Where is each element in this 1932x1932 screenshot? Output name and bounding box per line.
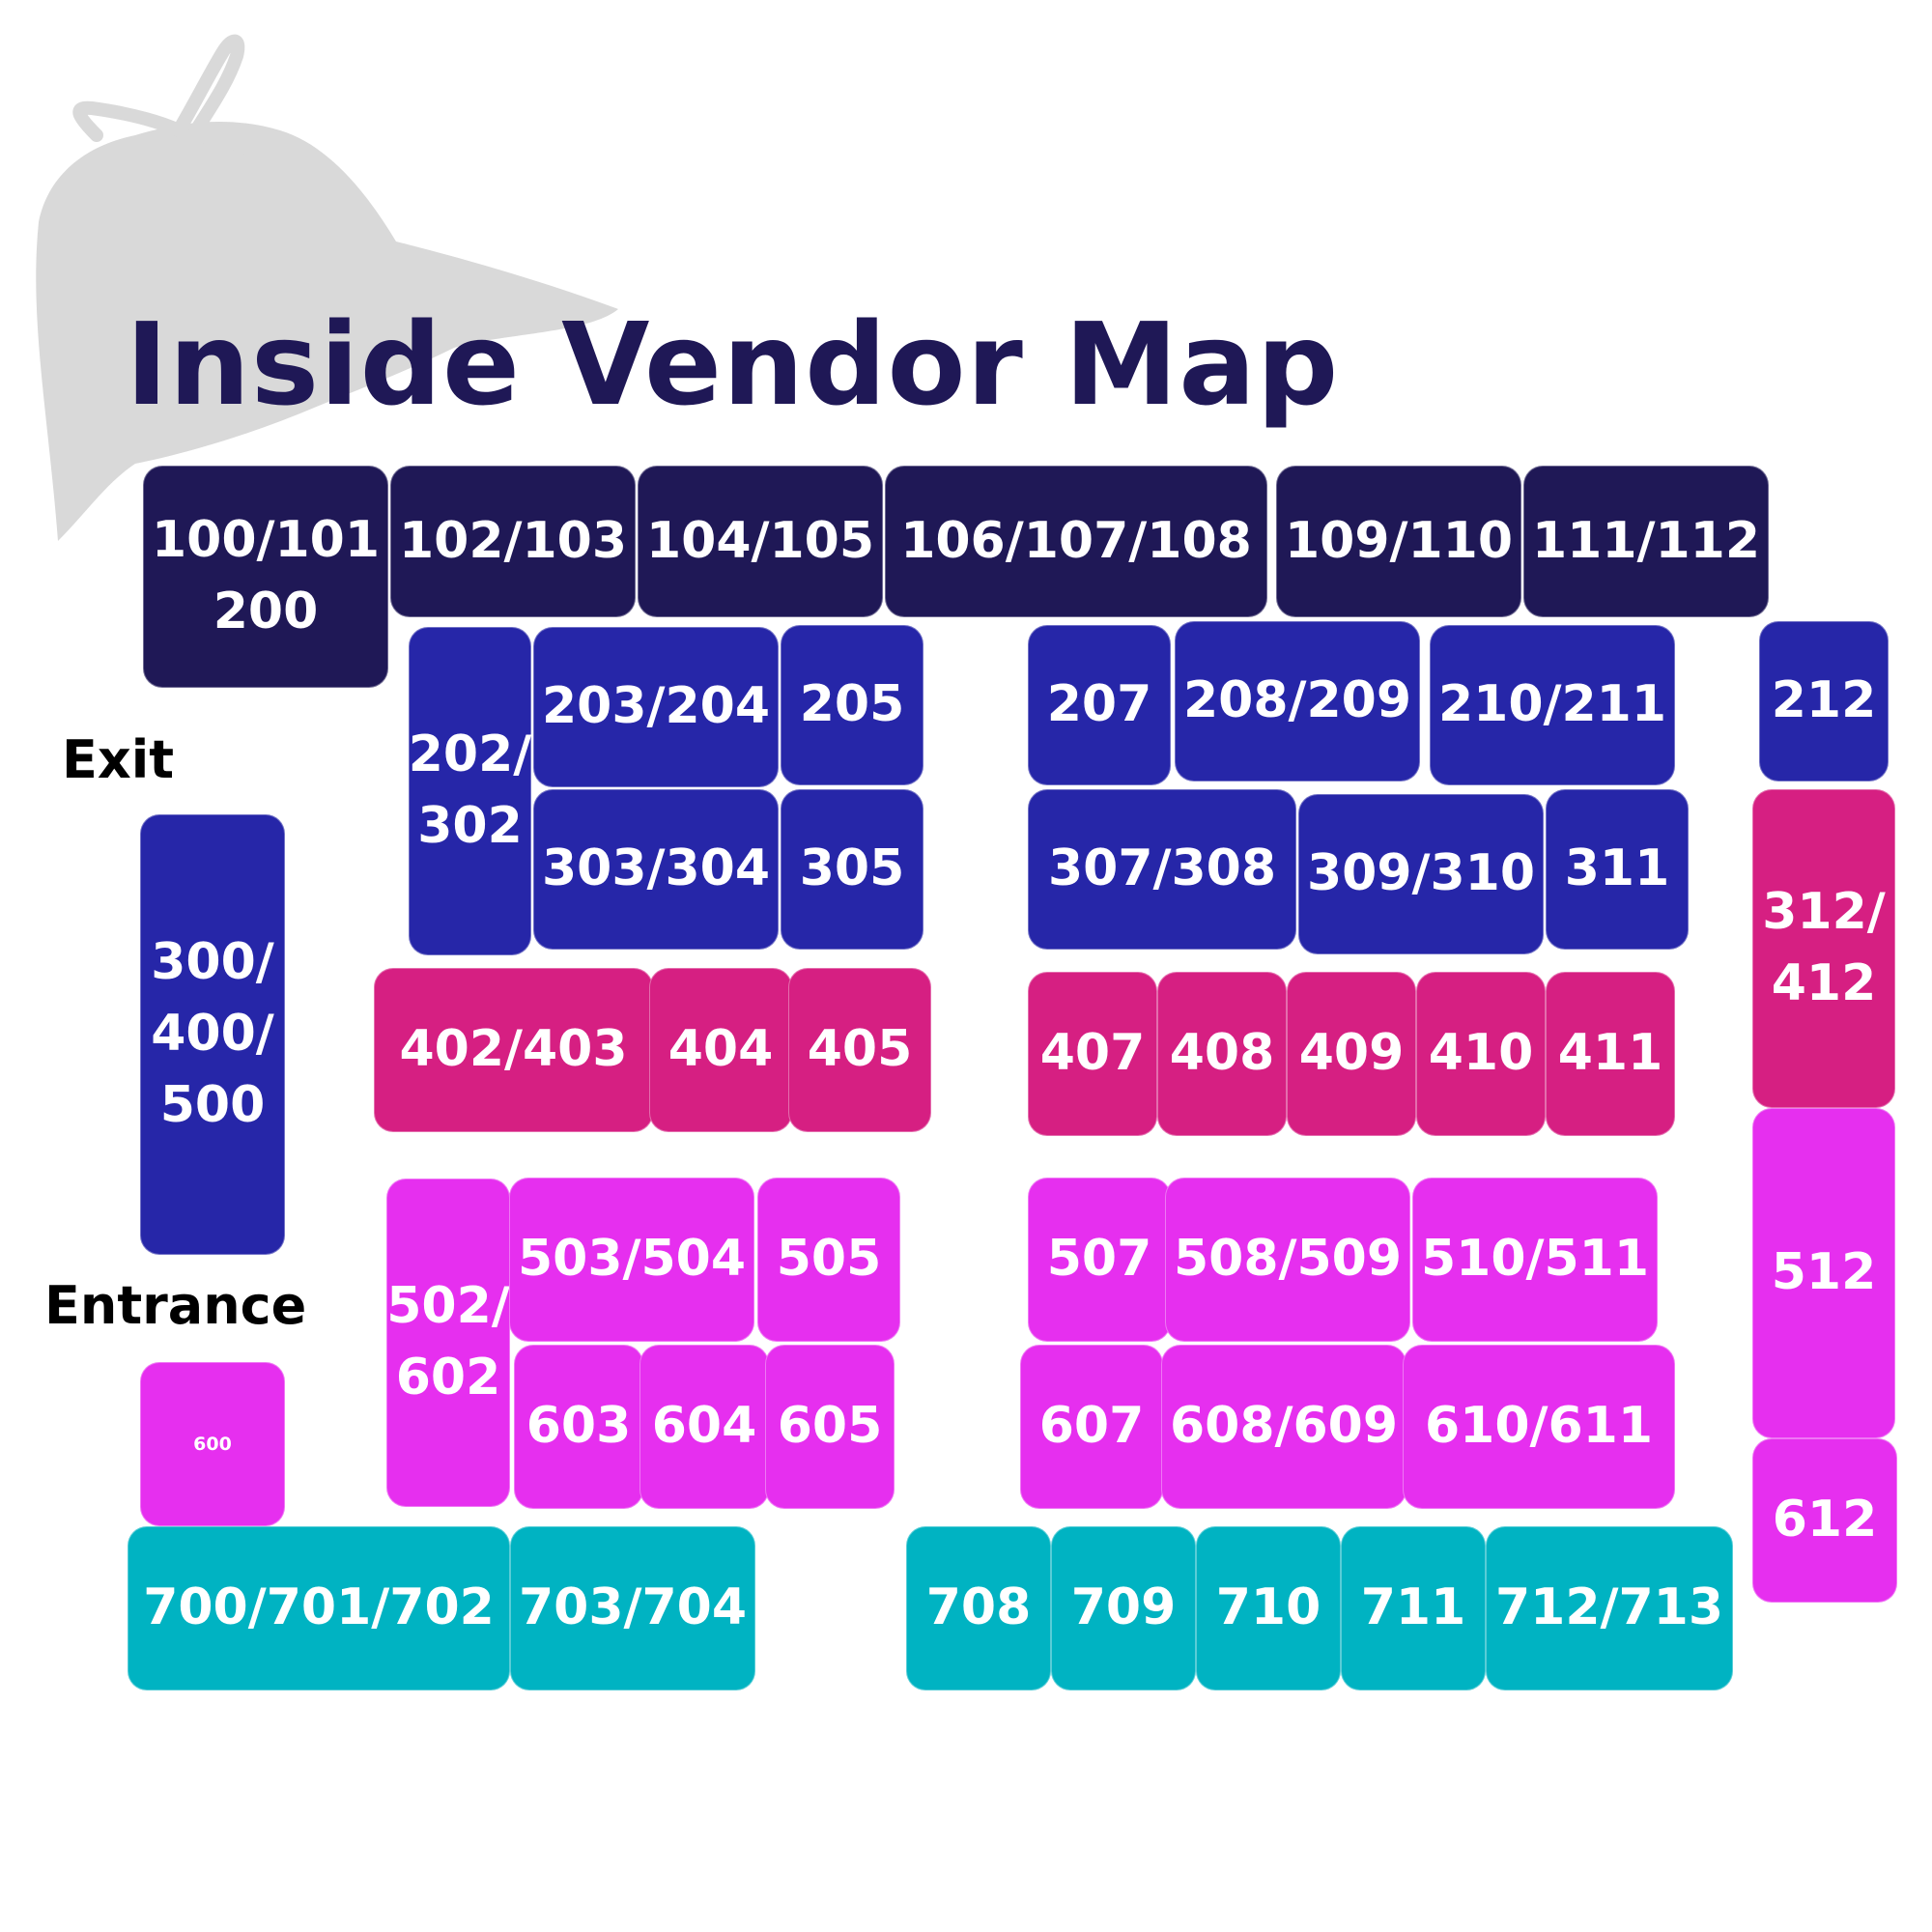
booth[interactable]: 311 <box>1546 789 1689 950</box>
booth[interactable]: 608/609 <box>1161 1345 1406 1509</box>
booth[interactable]: 612 <box>1752 1438 1897 1603</box>
booth[interactable]: 205 <box>781 625 923 785</box>
booth[interactable]: 305 <box>781 789 923 950</box>
booth[interactable]: 512 <box>1752 1108 1895 1438</box>
booth[interactable]: 603 <box>514 1345 643 1509</box>
booth[interactable]: 510/511 <box>1412 1178 1658 1342</box>
booth[interactable]: 202/ 302 <box>409 627 531 955</box>
hat-logo-icon <box>36 34 618 542</box>
booth[interactable]: 405 <box>788 968 931 1132</box>
booth[interactable]: 605 <box>765 1345 895 1509</box>
booth[interactable]: 505 <box>757 1178 900 1342</box>
entrance-label: Entrance <box>44 1275 307 1336</box>
booth[interactable]: 402/403 <box>374 968 653 1132</box>
booth[interactable]: 210/211 <box>1430 625 1675 785</box>
booth[interactable]: 503/504 <box>509 1178 754 1342</box>
booth[interactable]: 712/713 <box>1486 1526 1733 1690</box>
booth[interactable]: 604 <box>639 1345 769 1509</box>
booth[interactable]: 508/509 <box>1165 1178 1410 1342</box>
page-title: Inside Vendor Map <box>126 298 1340 431</box>
booth[interactable]: 312/ 412 <box>1752 789 1895 1108</box>
booth[interactable]: 607 <box>1020 1345 1163 1509</box>
booth[interactable]: 710 <box>1196 1526 1341 1690</box>
booth[interactable]: 208/209 <box>1175 621 1420 781</box>
booth[interactable]: 700/701/702 <box>128 1526 510 1690</box>
booth[interactable]: 100/101 200 <box>143 466 388 688</box>
booth[interactable]: 404 <box>649 968 792 1132</box>
booth[interactable]: 410 <box>1416 972 1546 1136</box>
booth[interactable]: 409 <box>1287 972 1416 1136</box>
booth[interactable]: 203/204 <box>533 627 779 787</box>
booth[interactable]: 407 <box>1028 972 1157 1136</box>
booth[interactable]: 212 <box>1759 621 1889 781</box>
booth[interactable]: 102/103 <box>390 466 636 617</box>
booth[interactable]: 411 <box>1546 972 1675 1136</box>
booth[interactable]: 408 <box>1157 972 1287 1136</box>
booth[interactable]: 307/308 <box>1028 789 1296 950</box>
booth[interactable]: 708 <box>906 1526 1051 1690</box>
booth[interactable]: 502/ 602 <box>386 1179 510 1507</box>
booth[interactable]: 106/107/108 <box>885 466 1267 617</box>
booth[interactable]: 303/304 <box>533 789 779 950</box>
booth[interactable]: 703/704 <box>510 1526 755 1690</box>
booth[interactable]: 300/ 400/ 500 <box>140 814 285 1255</box>
booth[interactable]: 109/110 <box>1276 466 1521 617</box>
booth[interactable]: 104/105 <box>638 466 883 617</box>
booth[interactable]: 507 <box>1028 1178 1171 1342</box>
booth[interactable]: 111/112 <box>1523 466 1769 617</box>
booth[interactable]: 600 <box>140 1362 285 1526</box>
booth[interactable]: 207 <box>1028 625 1171 785</box>
exit-label: Exit <box>62 729 175 790</box>
booth[interactable]: 610/611 <box>1403 1345 1675 1509</box>
booth[interactable]: 709 <box>1051 1526 1196 1690</box>
booth[interactable]: 309/310 <box>1298 794 1544 954</box>
booth[interactable]: 711 <box>1341 1526 1486 1690</box>
